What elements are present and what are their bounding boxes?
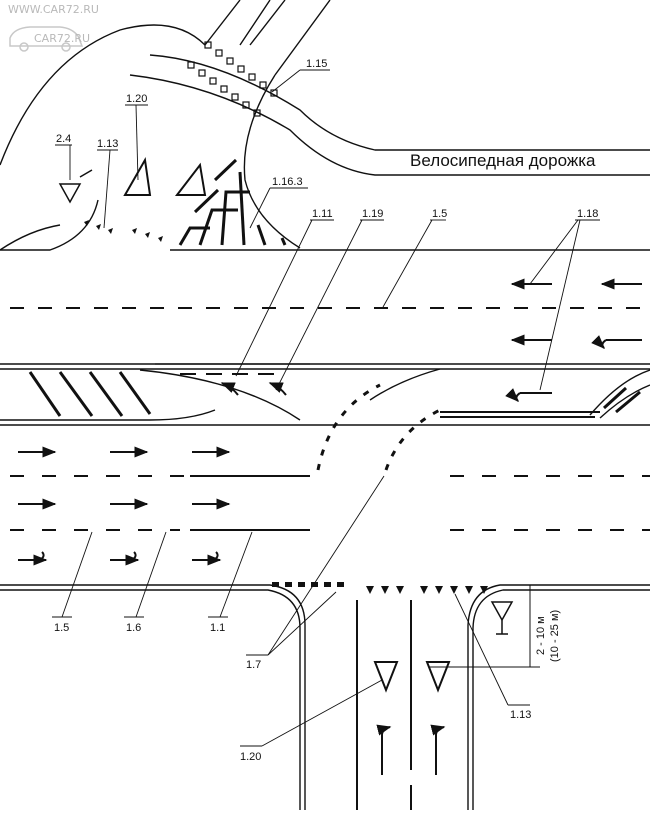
sign-2-4-right <box>490 601 514 635</box>
label-1-20-top: 1.20 <box>126 93 147 105</box>
arrow-up-turn-icon <box>430 724 446 775</box>
watermark: WWW.CAR72.RU CAR72.RU <box>8 3 99 52</box>
give-way-row-bottom <box>272 582 488 594</box>
turn-guide-1-7 <box>316 383 441 471</box>
dimension-secondary: (10 - 25 м) <box>549 610 561 662</box>
median-hatching <box>28 371 641 417</box>
arrow-up-turn-icon <box>376 724 392 775</box>
label-1-20-bottom: 1.20 <box>240 751 261 763</box>
lane-arrows <box>18 278 642 775</box>
give-way-row-top <box>84 220 163 242</box>
yield-sign-icon <box>58 183 82 204</box>
label-1-16-3: 1.16.3 <box>272 176 303 188</box>
label-1-11: 1.11 <box>312 208 333 220</box>
watermark-url: WWW.CAR72.RU <box>8 3 99 16</box>
distance-dimension: 2 - 10 м (10 - 25 м) <box>428 584 561 668</box>
label-1-18: 1.18 <box>577 208 598 220</box>
hatched-island-1-16-3 <box>178 158 287 246</box>
car-logo-icon <box>9 26 84 47</box>
give-way-triangles-1-20 <box>123 156 451 693</box>
label-1-5-top: 1.5 <box>432 208 447 220</box>
label-1-19: 1.19 <box>362 208 383 220</box>
bicycle-crossing-1-15 <box>187 41 278 117</box>
bike-path-caption: Велосипедная дорожка <box>410 151 596 170</box>
marking-labels: 1.15 1.20 2.4 1.13 1.16.3 1.11 1.19 1.5 … <box>54 58 598 763</box>
lane-markings <box>10 307 650 810</box>
sign-2-4-left <box>58 169 93 204</box>
label-1-15: 1.15 <box>306 58 327 70</box>
watermark-logo: CAR72.RU <box>34 32 90 45</box>
arrow-curve-icon <box>220 382 239 396</box>
label-1-6: 1.6 <box>126 622 141 634</box>
label-1-13-left: 1.13 <box>97 138 118 150</box>
leader-lines <box>52 69 600 747</box>
dimension-primary: 2 - 10 м <box>535 616 547 655</box>
label-1-1: 1.1 <box>210 622 225 634</box>
label-1-7: 1.7 <box>246 659 261 671</box>
label-1-13-right: 1.13 <box>510 709 531 721</box>
label-2-4: 2.4 <box>56 133 71 145</box>
yield-sign-icon <box>490 601 514 622</box>
arrow-curve-icon <box>268 382 287 396</box>
label-1-5-bottom: 1.5 <box>54 622 69 634</box>
